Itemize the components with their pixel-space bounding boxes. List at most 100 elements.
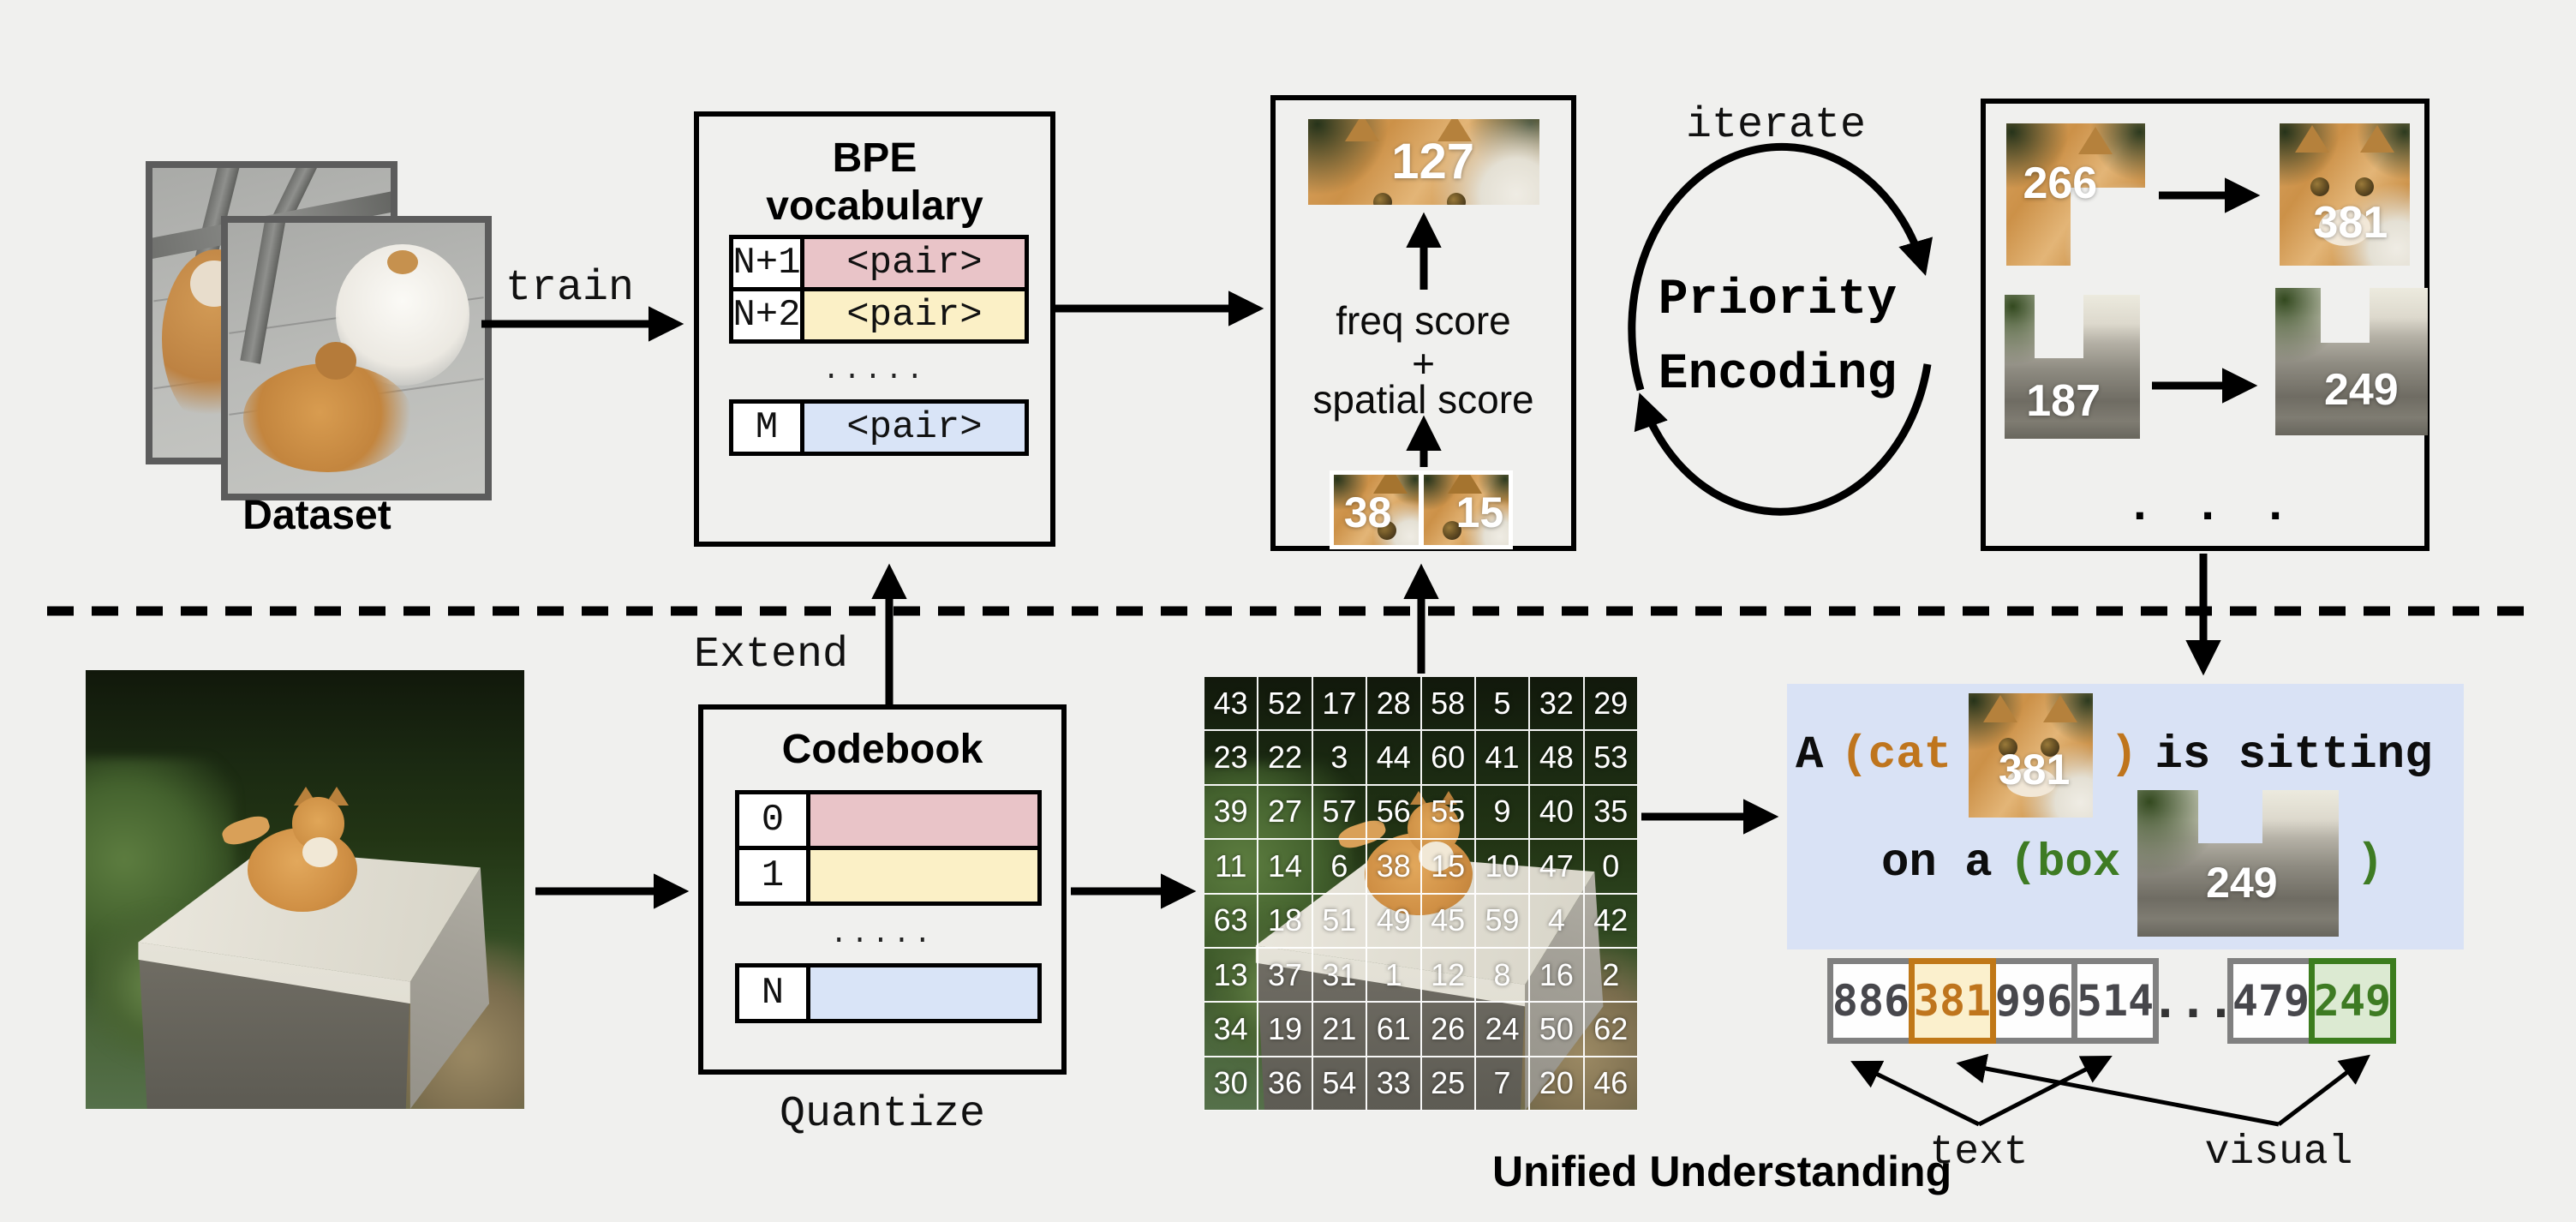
sentence-cat-close: )	[2110, 728, 2138, 782]
sentence-on-a: on a	[1881, 837, 1993, 890]
sentence-cat-token: 381	[1998, 746, 2071, 794]
arrow-visual-to-381	[1956, 1053, 2280, 1127]
grid-cell: 18	[1258, 893, 1312, 948]
grid-cell: 49	[1366, 893, 1421, 948]
unified-sentence-panel: A (cat 381 ) is sitting on a (box 249 )	[1787, 684, 2464, 949]
grid-cell: 43	[1204, 676, 1258, 731]
priority-encoding-line1: Priority	[1658, 273, 1898, 328]
bpe-row-m-pair: <pair>	[800, 399, 1029, 456]
token-886: 886	[1827, 958, 1915, 1044]
grid-cell: 62	[1583, 1002, 1638, 1057]
arrow-visual-to-249	[2277, 1054, 2370, 1126]
plus-sign: +	[1412, 341, 1435, 386]
token-ellipsis: ...	[2151, 973, 2235, 1028]
grid-cell: 19	[1258, 1002, 1312, 1057]
patch-249-number: 249	[2323, 365, 2399, 416]
token-479: 479	[2227, 958, 2315, 1044]
token-996: 996	[1990, 958, 2077, 1044]
patch-15-number: 15	[1455, 488, 1504, 536]
pair-patch-38-15: 38 15	[1330, 470, 1513, 549]
grid-cell: 20	[1529, 1056, 1584, 1111]
grid-cell: 41	[1474, 730, 1530, 785]
grid-cell: 6	[1312, 839, 1367, 894]
grid-cell: 24	[1474, 1002, 1530, 1057]
priority-encoding-line2: Encoding	[1658, 347, 1898, 403]
bpe-row-n1-id: N+1	[729, 235, 804, 291]
grid-cell: 40	[1529, 784, 1584, 840]
patch-38-number: 38	[1343, 488, 1392, 536]
grid-cell: 29	[1583, 676, 1638, 731]
grid-cell: 17	[1312, 676, 1367, 731]
sentence-cat-open: (cat	[1840, 728, 1952, 782]
patch-249: 249	[2275, 288, 2428, 435]
sentence-cat-image: 381	[1969, 692, 2094, 818]
grid-cell: 56	[1366, 784, 1421, 840]
arrow-text-to-886	[1850, 1060, 1981, 1127]
visual-tokens-label: visual	[2204, 1129, 2353, 1176]
grid-cell: 10	[1474, 839, 1530, 894]
grid-cell: 35	[1583, 784, 1638, 840]
spatial-score-label: spatial score	[1312, 377, 1534, 422]
sentence-box-image: 249	[2137, 790, 2340, 937]
quantize-label: Quantize	[779, 1090, 986, 1139]
grid-cell: 4	[1529, 893, 1584, 948]
grid-cell: 33	[1366, 1056, 1421, 1111]
codebook-rows-ellipsis: .....	[829, 919, 935, 951]
sentence-box-close: )	[2356, 837, 2384, 890]
grid-cell: 22	[1258, 730, 1312, 785]
grid-cell: 26	[1420, 1002, 1475, 1057]
codebook-box: Codebook 0 1 ..... N	[698, 704, 1067, 1075]
grid-cell: 16	[1529, 947, 1584, 1003]
codebook-row-1-id: 1	[735, 846, 810, 906]
dataset-photo-front	[221, 216, 492, 500]
token-249: 249	[2309, 958, 2396, 1044]
grid-cell: 37	[1258, 947, 1312, 1003]
grid-cell: 53	[1583, 730, 1638, 785]
street-scene-front	[228, 223, 485, 494]
grid-cell: 32	[1529, 676, 1584, 731]
freq-score-label: freq score	[1336, 298, 1511, 343]
sentence-box-token: 249	[2206, 858, 2278, 907]
patch-38: 38	[1334, 475, 1419, 545]
grid-cell: 51	[1312, 893, 1367, 948]
grid-cell: 9	[1474, 784, 1530, 840]
bpe-rows-ellipsis: .....	[822, 355, 928, 387]
codebook-row-1: 1	[735, 846, 1042, 906]
orange-cat-blob	[243, 363, 413, 472]
grid-cell: 57	[1312, 784, 1367, 840]
grid-cell: 14	[1258, 839, 1312, 894]
codebook-row-0-id: 0	[735, 790, 810, 850]
codebook-row-n-value	[806, 963, 1042, 1023]
patch-381: 381	[2280, 123, 2410, 266]
grid-cell: 39	[1204, 784, 1258, 840]
bpe-row-m-id: M	[729, 399, 804, 456]
dataset-label: Dataset	[242, 493, 391, 538]
patch-187: 187	[2005, 295, 2140, 439]
unified-understanding-label: Unified Understanding	[1492, 1147, 1952, 1195]
codebook-title: Codebook	[781, 727, 983, 772]
bpe-row-n2-id: N+2	[729, 287, 804, 344]
bpe-row-n1: N+1 <pair>	[729, 235, 1029, 291]
grid-cell: 5	[1474, 676, 1530, 731]
score-box: 127 freq score + spatial score 38 15	[1270, 95, 1576, 551]
codebook-row-n-id: N	[735, 963, 810, 1023]
grid-cell: 45	[1420, 893, 1475, 948]
grid-cell: 58	[1420, 676, 1475, 731]
grid-cell: 60	[1420, 730, 1475, 785]
grid-cell: 63	[1204, 893, 1258, 948]
train-label: train	[505, 264, 635, 313]
grid-cell: 0	[1583, 839, 1638, 894]
grid-cell: 52	[1258, 676, 1312, 731]
sentence-is-sitting: is sitting	[2155, 728, 2433, 782]
garden-scene	[86, 670, 524, 1109]
grid-cell: 21	[1312, 1002, 1367, 1057]
grid-cell: 1	[1366, 947, 1421, 1003]
grid-cell: 42	[1583, 893, 1638, 948]
grid-cell: 12	[1420, 947, 1475, 1003]
grid-cell: 44	[1366, 730, 1421, 785]
grid-cell: 28	[1366, 676, 1421, 731]
sentence-line-1: A (cat 381 ) is sitting	[1796, 691, 2433, 819]
